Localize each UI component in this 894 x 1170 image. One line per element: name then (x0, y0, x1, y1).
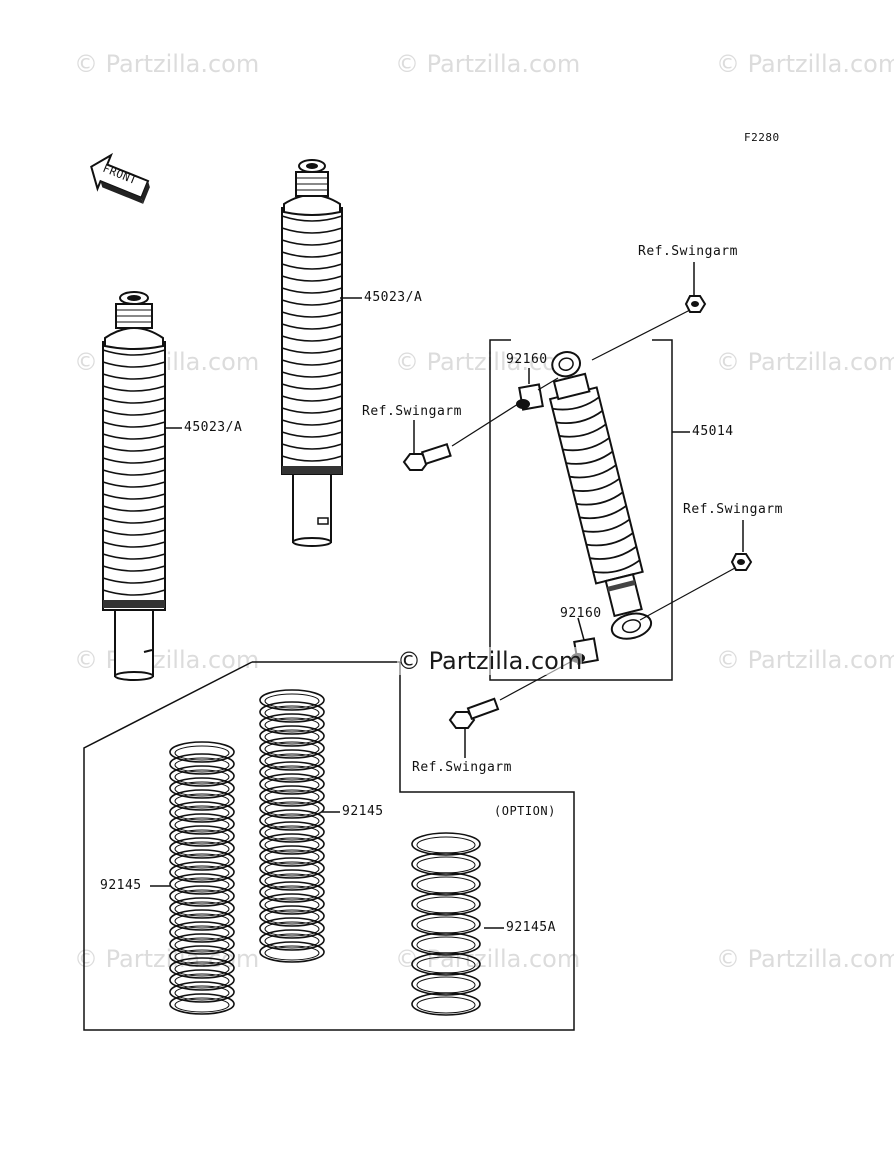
watermark: © Partzilla.com (716, 348, 894, 376)
watermark: © Partzilla.com (395, 50, 581, 78)
ref-swingarm-top: Ref.Swingarm (638, 244, 738, 259)
nut-lower (730, 553, 753, 571)
watermark-center: © Partzilla.com (397, 647, 583, 675)
option-label: (OPTION) (494, 804, 556, 818)
part-label-45014[interactable]: 45014 (692, 424, 734, 439)
shock-absorber-assembly (548, 351, 653, 640)
spring-middle (259, 689, 325, 963)
watermark: © Partzilla.com (74, 50, 260, 78)
ref-swingarm-lower-bolt: Ref.Swingarm (412, 760, 512, 775)
part-label-45023a-middle[interactable]: 45023/A (364, 290, 423, 305)
watermark: © Partzilla.com (716, 50, 894, 78)
part-label-92145a[interactable]: 92145A (506, 920, 556, 935)
spring-option (411, 832, 481, 1016)
bolt-upper (402, 442, 452, 471)
part-label-92160-lower[interactable]: 92160 (560, 606, 602, 621)
bushing-upper (516, 383, 544, 411)
part-label-92145-left[interactable]: 92145 (100, 878, 142, 893)
bolt-lower (448, 697, 500, 729)
watermark: © Partzilla.com (74, 646, 260, 674)
diagram-code: F2280 (744, 131, 780, 144)
ref-swingarm-upper-bolt: Ref.Swingarm (362, 404, 462, 419)
watermark: © Partzilla.com (716, 646, 894, 674)
watermark: © Partzilla.com (395, 348, 581, 376)
shock-absorber-left (102, 291, 166, 681)
part-label-92145-middle[interactable]: 92145 (342, 804, 384, 819)
assembly-bracket (489, 339, 673, 681)
ref-swingarm-lower-nut: Ref.Swingarm (683, 502, 783, 517)
spring-left (169, 741, 235, 1015)
front-arrow-icon (90, 152, 150, 204)
part-label-45023a-left[interactable]: 45023/A (184, 420, 243, 435)
nut-top (684, 295, 707, 313)
part-label-92160-upper[interactable]: 92160 (506, 352, 548, 367)
watermark: © Partzilla.com (716, 945, 894, 973)
shock-absorber-middle (281, 159, 343, 547)
springs-group-outline (83, 661, 575, 1031)
